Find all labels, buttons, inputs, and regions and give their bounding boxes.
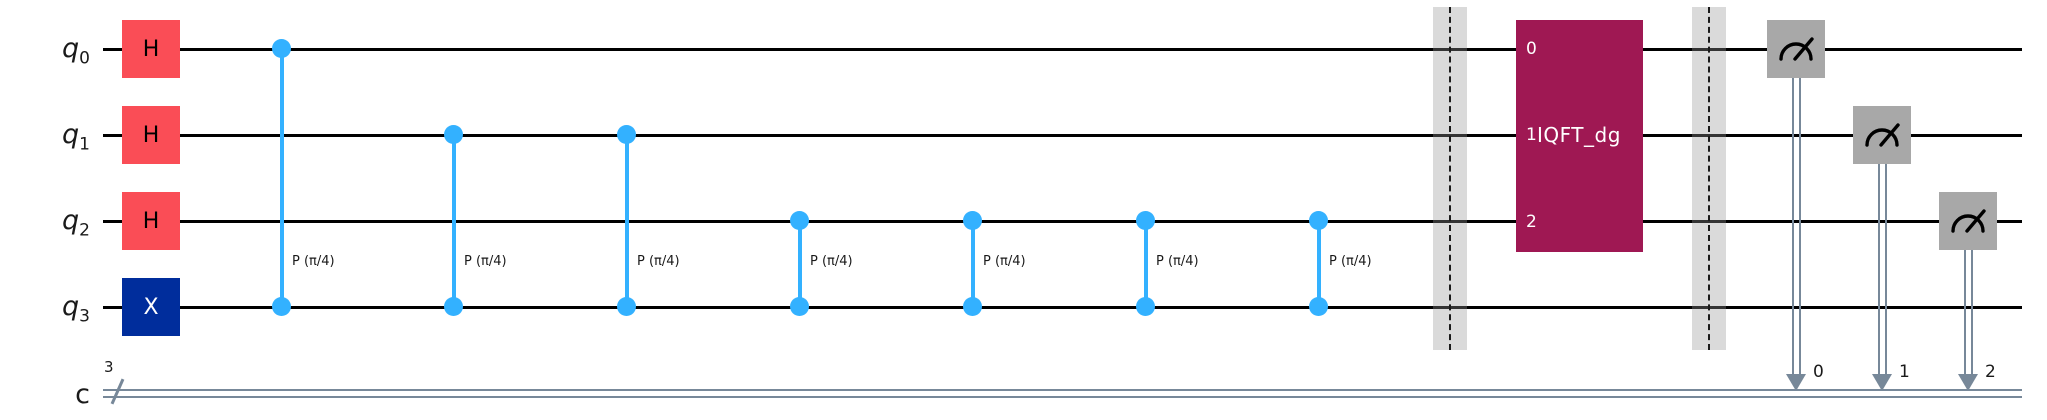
qubit-wire-q1 — [103, 134, 2022, 137]
cp-control-dot — [444, 297, 463, 316]
qubit-label-q1: q1 — [62, 119, 90, 155]
cp-control-dot — [617, 125, 636, 144]
cp-gate-stem — [280, 49, 284, 307]
measure-gate-q2 — [1939, 192, 1997, 250]
cp-gate-stem — [971, 221, 975, 307]
h-gate-label: H — [142, 208, 160, 234]
measure-arrowhead — [1958, 374, 1978, 391]
qubit-wire-q0 — [103, 48, 2022, 51]
qubit-label-q3: q3 — [62, 291, 90, 327]
measure-gate-q1 — [1853, 106, 1911, 164]
iqft-qubit-index-1: 1 — [1526, 125, 1537, 145]
cp-control-dot — [272, 39, 291, 58]
h-gate-label: H — [142, 122, 160, 148]
cp-gate-label: P (π/4) — [637, 254, 680, 269]
cp-gate-label: P (π/4) — [1156, 254, 1199, 269]
cp-gate-stem — [1317, 221, 1321, 307]
qubit-wire-q3 — [103, 306, 2022, 309]
measure-arrowhead — [1786, 374, 1806, 391]
iqft-qubit-index-0: 0 — [1526, 39, 1537, 59]
cp-control-dot — [444, 125, 463, 144]
cp-control-dot — [1309, 297, 1328, 316]
qubit-label-q0: q0 — [62, 33, 90, 69]
qubit-wire-q2 — [103, 220, 2022, 223]
measure-gate-q0 — [1767, 20, 1825, 78]
cp-control-dot — [1136, 297, 1155, 316]
cp-gate-label: P (π/4) — [464, 254, 507, 269]
meter-icon — [1865, 123, 1900, 147]
cp-control-dot — [1309, 211, 1328, 230]
cp-control-dot — [617, 297, 636, 316]
measure-classical-drop — [1878, 164, 1887, 374]
cp-control-dot — [790, 297, 809, 316]
h-gate-q1: H — [122, 106, 180, 164]
measure-arrowhead — [1872, 374, 1892, 391]
h-gate-label: H — [142, 36, 160, 62]
classical-bit-label: 0 — [1813, 362, 1824, 382]
h-gate-q2: H — [122, 192, 180, 250]
cp-gate-label: P (π/4) — [292, 254, 335, 269]
cp-control-dot — [790, 211, 809, 230]
meter-icon — [1951, 209, 1986, 233]
x-gate-q3: X — [122, 278, 180, 336]
meter-icon — [1779, 37, 1814, 61]
iqft-qubit-index-2: 2 — [1526, 212, 1537, 232]
cp-gate-label: P (π/4) — [810, 254, 853, 269]
cp-control-dot — [963, 211, 982, 230]
classical-bit-label: 2 — [1985, 362, 1996, 382]
cp-gate-stem — [452, 135, 456, 307]
cp-gate-stem — [625, 135, 629, 307]
cp-gate-label: P (π/4) — [1329, 254, 1372, 269]
classical-bit-label: 1 — [1899, 362, 1910, 382]
barrier-dashed-line — [1708, 7, 1710, 350]
classical-register-label: c — [75, 379, 90, 410]
iqft-gate-label: IQFT_dg — [1537, 123, 1621, 147]
cp-gate-stem — [798, 221, 802, 307]
measure-classical-drop — [1964, 250, 1973, 374]
h-gate-q0: H — [122, 20, 180, 78]
iqft-gate: 0 1 2 IQFT_dg — [1516, 20, 1643, 252]
classical-wire — [103, 389, 2022, 398]
cp-gate-stem — [1144, 221, 1148, 307]
barrier-dashed-line — [1449, 7, 1451, 350]
x-gate-label: X — [143, 294, 159, 320]
qubit-label-q2: q2 — [62, 205, 90, 241]
classical-wire-count: 3 — [104, 358, 114, 376]
cp-control-dot — [272, 297, 291, 316]
measure-classical-drop — [1792, 78, 1801, 374]
cp-gate-label: P (π/4) — [983, 254, 1026, 269]
cp-control-dot — [963, 297, 982, 316]
cp-control-dot — [1136, 211, 1155, 230]
